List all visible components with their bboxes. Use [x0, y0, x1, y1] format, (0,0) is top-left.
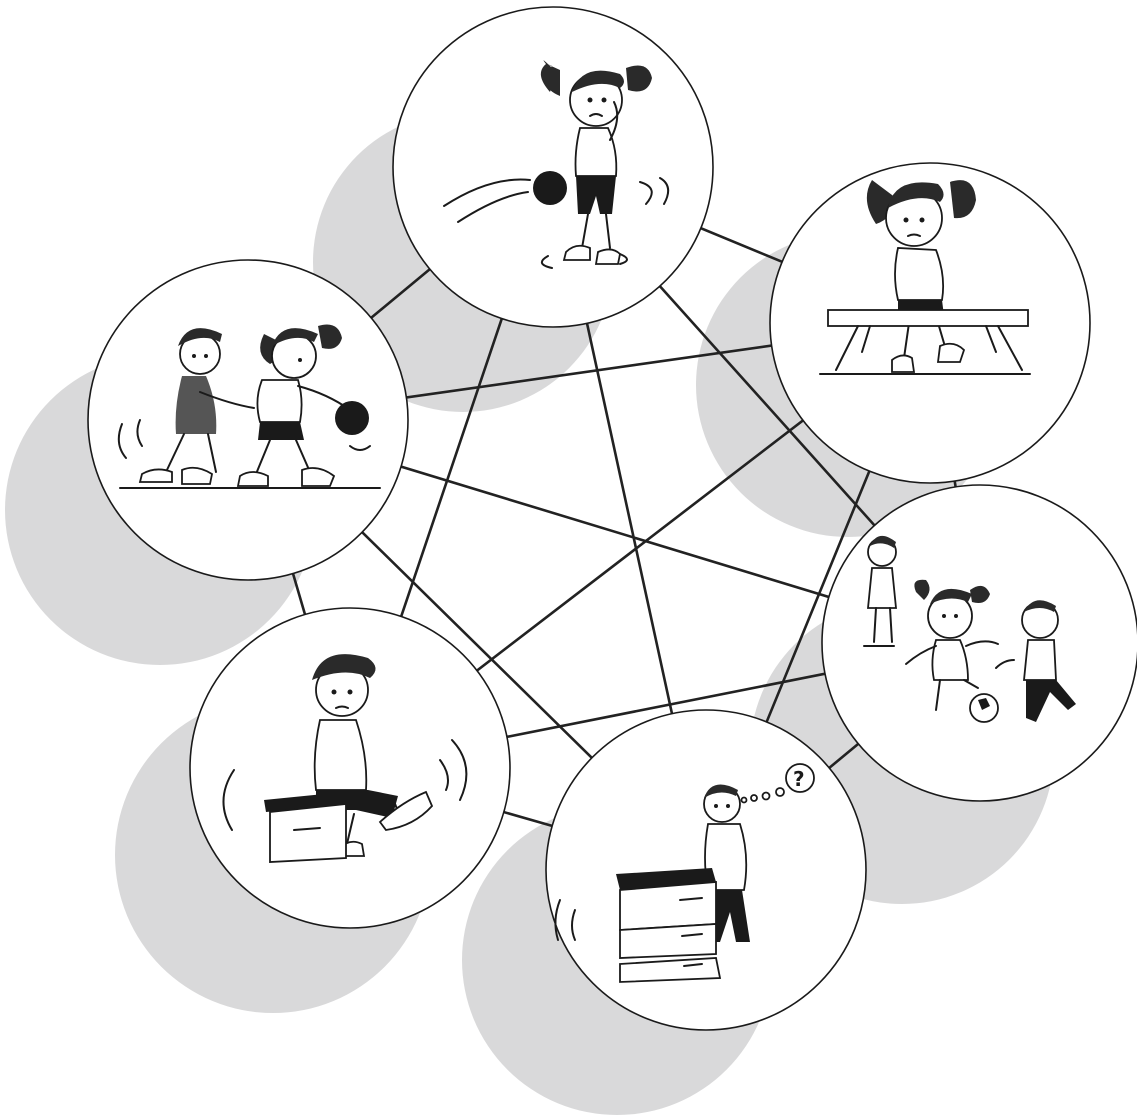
node-circle	[393, 7, 713, 327]
node-ball-girl-scared	[393, 7, 713, 327]
node-boy-on-box	[190, 608, 510, 928]
node-boy-girl-ball	[88, 260, 408, 580]
thought-bubble-text: ?	[793, 767, 805, 791]
node-circle	[822, 485, 1137, 801]
node-kids-soccer	[822, 485, 1137, 801]
node-boy-vaulting-box: ?	[546, 710, 866, 1030]
node-girl-on-bench	[770, 163, 1090, 483]
